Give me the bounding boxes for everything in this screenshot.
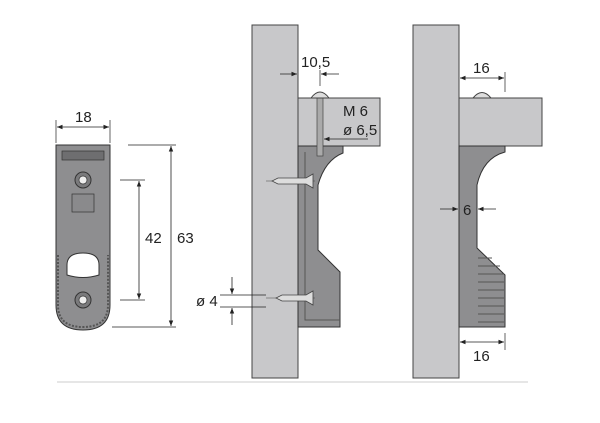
side-view-screwed: 10,5 M 6 ø 6,5 ø 4 bbox=[196, 24, 381, 379]
screw-head bbox=[471, 92, 493, 99]
offset-dimension: 10,5 bbox=[301, 54, 330, 71]
grip-ribs bbox=[478, 257, 504, 323]
screw-diameter-dimension: ø 4 bbox=[196, 293, 218, 310]
bracket-side bbox=[458, 145, 506, 328]
bore-label: ø 6,5 bbox=[343, 122, 377, 139]
oval-slot bbox=[66, 252, 100, 278]
wall-panel bbox=[251, 24, 299, 379]
square-recess bbox=[71, 193, 95, 213]
hole-spacing-dimension: 42 bbox=[145, 230, 162, 247]
shelf-board bbox=[458, 97, 543, 147]
bracket-side bbox=[297, 145, 344, 328]
machine-screw bbox=[316, 95, 324, 157]
wall-panel bbox=[412, 24, 460, 379]
height-dimension: 63 bbox=[177, 230, 194, 247]
top-depth-dimension: 16 bbox=[473, 60, 490, 77]
side-view-plain: 16 6 16 bbox=[412, 24, 543, 379]
screw-head bbox=[309, 91, 331, 99]
width-dimension: 18 bbox=[75, 109, 92, 126]
lower-wood-screw bbox=[266, 290, 315, 306]
upper-wood-screw bbox=[266, 173, 315, 189]
bracket-front bbox=[55, 144, 111, 331]
thickness-dimension: 6 bbox=[463, 202, 471, 219]
front-view: 18 42 63 bbox=[55, 109, 194, 331]
bottom-depth-dimension: 16 bbox=[473, 348, 490, 365]
thread-label: M 6 bbox=[343, 103, 368, 120]
top-clip bbox=[61, 150, 105, 161]
